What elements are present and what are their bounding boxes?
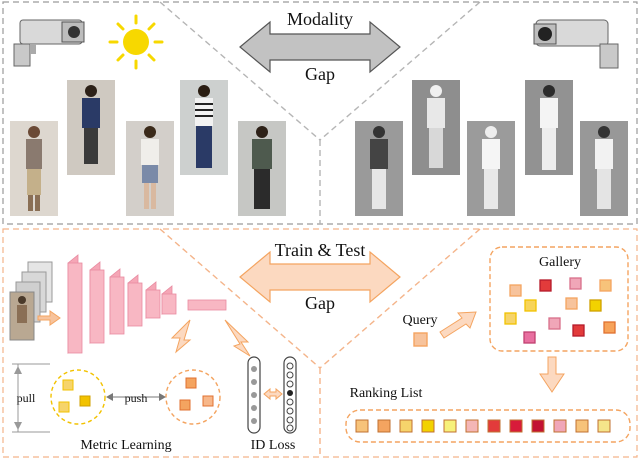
ranking-list-label: Ranking List (350, 386, 423, 401)
id-loss-vectors (247, 356, 297, 434)
query-label: Query (403, 313, 438, 328)
pull-label: pull (17, 391, 36, 405)
metric-learning-area (12, 363, 221, 433)
train-test-label: Train & Test (275, 240, 366, 260)
gallery-to-ranking-arrow (539, 356, 565, 393)
person-image-visible (10, 121, 58, 216)
person-image-visible (238, 121, 286, 216)
train-test-gap-label: Gap (305, 293, 335, 313)
moon-icon (497, 22, 528, 61)
ranking-item (421, 419, 435, 433)
bottom-panel-border (2, 228, 638, 458)
id-loss-label: ID Loss (251, 438, 296, 453)
modality-gap-label: Gap (305, 64, 335, 84)
person-image-infrared (467, 121, 515, 216)
cnn-network (67, 254, 227, 354)
train-test-gap-arrow (239, 250, 401, 304)
top-divider-right (319, 1, 481, 141)
ranking-item (443, 419, 457, 433)
ranking-item (509, 419, 523, 433)
ranking-item (377, 419, 391, 433)
gallery-items (504, 277, 616, 344)
ranking-item (355, 419, 369, 433)
person-image-infrared (355, 121, 403, 216)
input-image-stack (9, 261, 53, 341)
person-image-visible (67, 80, 115, 175)
top-divider-left (159, 1, 321, 141)
metric-learning-label: Metric Learning (80, 438, 171, 453)
person-image-infrared (525, 80, 573, 175)
query-arrow (439, 311, 477, 339)
sun-icon (108, 14, 164, 70)
push-label: push (125, 391, 148, 405)
bottom-divider-right (319, 228, 481, 369)
person-image-visible (180, 80, 228, 175)
ranking-item (487, 419, 501, 433)
arrow-to-idloss (224, 319, 251, 357)
camera-icon-left (13, 19, 85, 67)
person-image-infrared (412, 80, 460, 175)
ranking-item (553, 419, 567, 433)
input-arrow (37, 310, 61, 326)
ranking-items (355, 419, 611, 433)
person-image-infrared (580, 121, 628, 216)
ranking-item (531, 419, 545, 433)
bottom-divider-left (159, 228, 321, 369)
modality-gap-arrow (239, 20, 401, 74)
modality-label: Modality (287, 9, 353, 29)
ranking-item (597, 419, 611, 433)
ranking-item (575, 419, 589, 433)
infrared-images (355, 80, 628, 216)
camera-icon-right (533, 19, 619, 69)
person-image-visible (126, 121, 174, 216)
ranking-list-box (345, 409, 631, 443)
gallery-box (489, 246, 629, 352)
ranking-item (399, 419, 413, 433)
ranking-item (465, 419, 479, 433)
arrow-to-metric (170, 319, 192, 354)
gallery-label: Gallery (539, 255, 581, 270)
visible-images (10, 80, 286, 216)
query-box (413, 332, 428, 347)
